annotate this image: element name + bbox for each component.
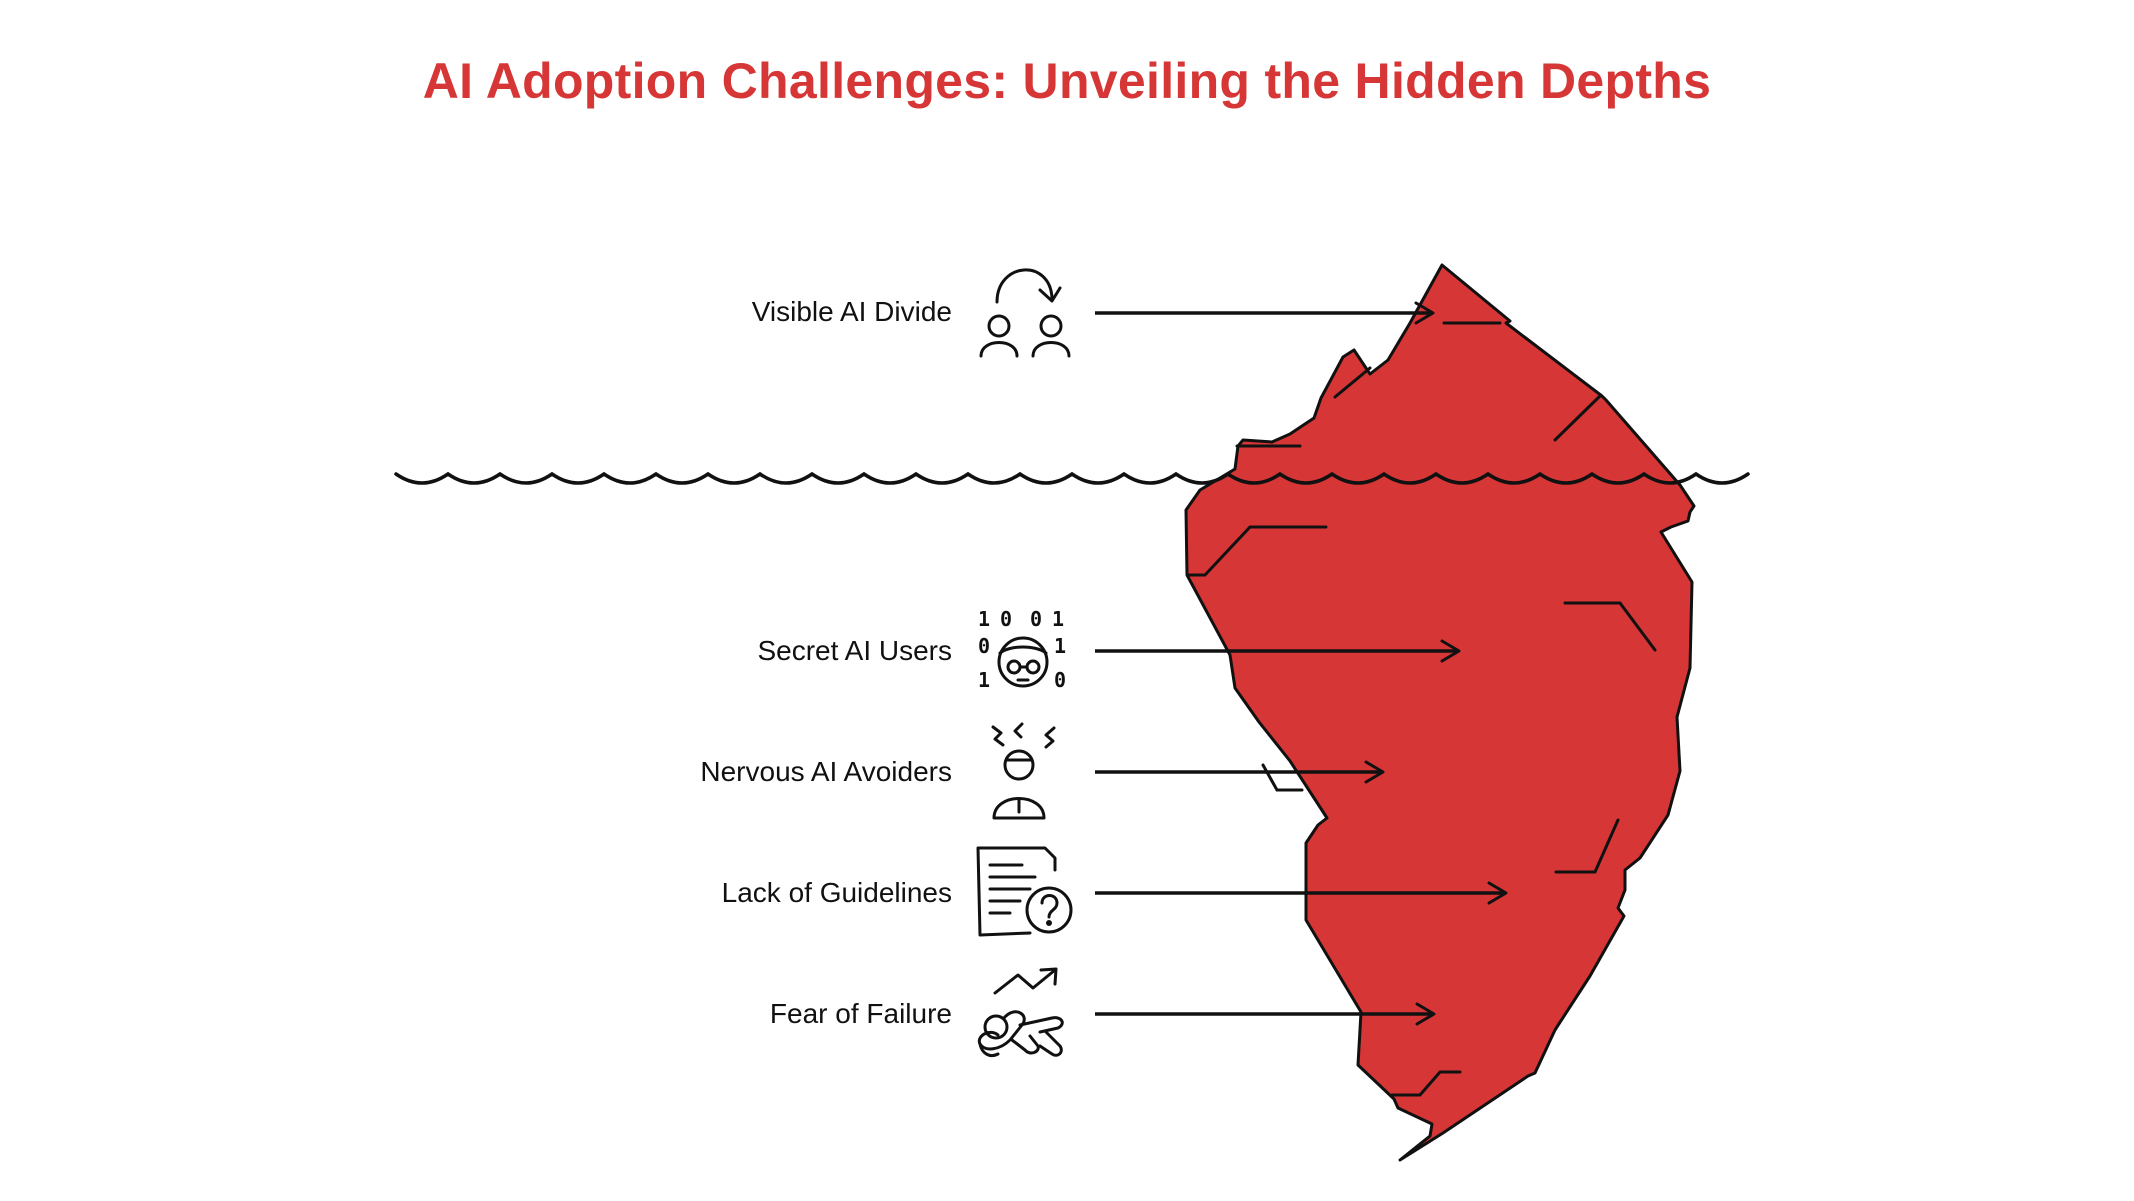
label-visible-ai-divide: Visible AI Divide	[751, 296, 952, 327]
svg-text:0: 0	[978, 634, 990, 658]
label-nervous-ai-avoiders: Nervous AI Avoiders	[700, 756, 952, 787]
svg-text:1: 1	[978, 668, 990, 692]
label-lack-of-guidelines: Lack of Guidelines	[721, 877, 952, 908]
label-fear-of-failure: Fear of Failure	[769, 998, 952, 1029]
falling-person-icon	[977, 967, 1064, 1058]
nervous-person-icon	[991, 722, 1056, 820]
svg-text:1: 1	[1052, 607, 1064, 631]
svg-text:0: 0	[1000, 607, 1012, 631]
svg-text:1: 1	[978, 607, 990, 631]
iceberg	[1184, 263, 1696, 1162]
page-title: AI Adoption Challenges: Unveiling the Hi…	[422, 53, 1712, 109]
waterline	[394, 471, 1750, 485]
svg-text:1: 1	[1054, 634, 1066, 658]
svg-text:0: 0	[1030, 607, 1042, 631]
label-secret-ai-users: Secret AI Users	[757, 635, 952, 666]
people-exchange-icon	[979, 268, 1071, 358]
document-question-icon	[976, 846, 1073, 937]
svg-text:0: 0	[1054, 668, 1066, 692]
